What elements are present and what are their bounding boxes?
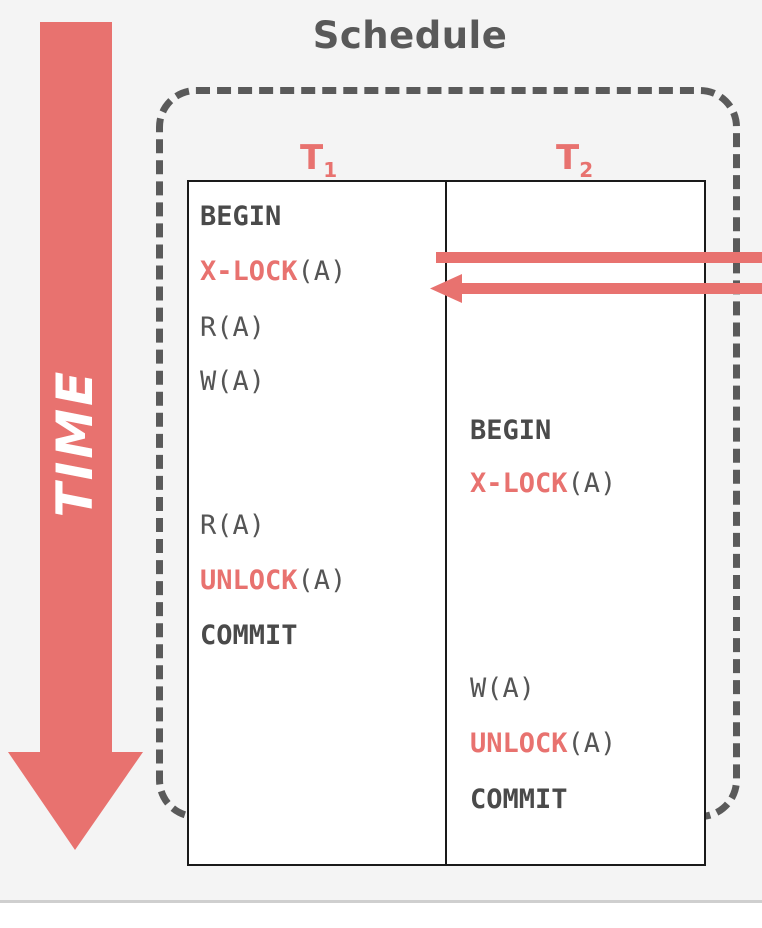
lock-grant-arrow: [430, 274, 762, 303]
time-arrow: [8, 22, 143, 850]
t1-commit: COMMIT: [200, 620, 298, 651]
bottom-rule: [0, 900, 762, 928]
t1-xlock: X-LOCK(A): [200, 256, 347, 287]
t1-unlock: UNLOCK(A): [200, 565, 347, 596]
t1-write: W(A): [200, 366, 266, 397]
column-divider: [445, 182, 447, 864]
t2-unlock: UNLOCK(A): [470, 728, 617, 759]
t2-write: W(A): [470, 673, 536, 704]
column-header-t1: T1: [300, 138, 338, 182]
t1-read: R(A): [200, 312, 266, 343]
t2-commit: COMMIT: [470, 784, 568, 815]
t2-xlock: X-LOCK(A): [470, 468, 617, 499]
schedule-title: Schedule: [312, 14, 508, 57]
t1-read: R(A): [200, 510, 266, 541]
column-header-t2: T2: [556, 138, 594, 182]
t2-begin: BEGIN: [470, 415, 552, 446]
t1-begin: BEGIN: [200, 201, 282, 232]
lock-request-arrow: [436, 252, 762, 263]
